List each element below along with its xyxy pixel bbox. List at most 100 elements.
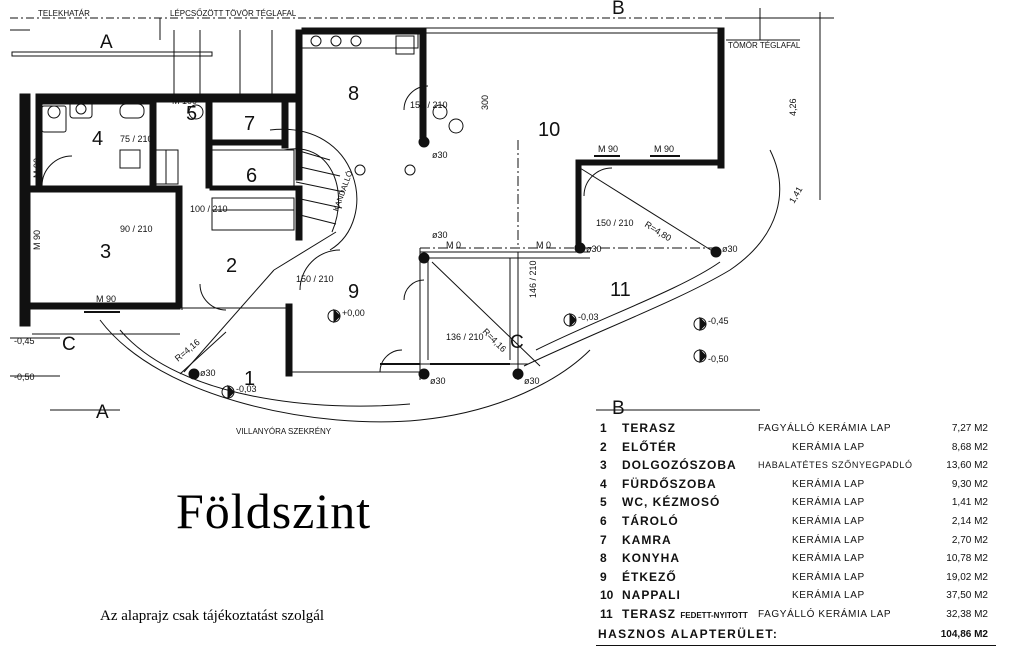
room-no: 10 <box>600 588 614 603</box>
edge-label: TÖMÖR TÉGLAFAL <box>728 41 801 50</box>
room-area: 9,30 M2 <box>951 478 988 490</box>
room-number-8: 8 <box>348 83 359 105</box>
room-schedule-table: 1 TERASZ FAGYÁLLÓ KERÁMIA LAP 7,27 M2 2 … <box>596 421 996 646</box>
room-number-2: 2 <box>226 255 237 277</box>
room-row: 10 NAPPALI KERÁMIA LAP 37,50 M2 <box>596 588 996 607</box>
total-area: 104,86 M2 <box>940 628 988 640</box>
dimension-label: ø30 <box>432 150 448 160</box>
level-value: -0,03 <box>578 312 599 322</box>
room-name: TERASZ <box>622 421 676 435</box>
room-row: 8 KONYHA KERÁMIA LAP 10,78 M2 <box>596 551 996 570</box>
page-title: Földszint <box>176 483 372 539</box>
dimension-label: ø30 <box>430 376 446 386</box>
disclaimer-note: Az alaprajz csak tájékoztatást szolgál <box>100 608 325 624</box>
room-number-9: 9 <box>348 281 359 303</box>
room-row: 2 ELŐTÉR KERÁMIA LAP 8,68 M2 <box>596 440 996 459</box>
room-area: 13,60 M2 <box>946 460 988 472</box>
room-floor: KERÁMIA LAP <box>792 571 865 583</box>
room-no: 2 <box>600 439 607 454</box>
dimension-label: ø30 <box>586 244 602 254</box>
section-mark: B <box>612 0 625 19</box>
dimension-label: 4,26 <box>788 98 798 116</box>
room-area: 7,27 M2 <box>951 423 988 434</box>
section-mark: A <box>100 32 113 53</box>
opening-label: 146 / 210 <box>528 260 538 298</box>
room-name-suffix: FEDETT-NYITOTT <box>680 610 748 620</box>
dimension-label: ø30 <box>524 376 540 386</box>
opening-label: 136 / 210 <box>446 332 484 342</box>
room-floor: FAGYÁLLÓ KERÁMIA LAP <box>758 423 892 434</box>
room-no: 9 <box>600 569 607 584</box>
opening-label: M 100 <box>172 96 197 106</box>
dimension-label: 1,41 <box>787 185 804 205</box>
room-area: 32,38 M2 <box>946 608 988 620</box>
level-value: -0,03 <box>236 384 257 394</box>
room-row: 5 WC, KÉZMOSÓ KERÁMIA LAP 1,41 M2 <box>596 495 996 514</box>
room-no: 6 <box>600 513 607 528</box>
room-no: 8 <box>600 551 607 566</box>
edge-label: LÉPCSŐZÖTT TÖVÖR TÉGLAFAL <box>170 9 297 18</box>
dimension-label: R=4,16 <box>481 326 509 354</box>
room-number-7: 7 <box>244 113 255 135</box>
section-mark: A <box>96 402 109 423</box>
room-no: 5 <box>600 495 607 510</box>
room-no: 7 <box>600 532 607 547</box>
room-number-1: 1 <box>244 368 255 390</box>
room-floor: KERÁMIA LAP <box>792 534 865 546</box>
dimension-label: R=4,16 <box>173 337 202 363</box>
room-area: 8,68 M2 <box>951 441 988 453</box>
room-no: 1 <box>600 421 607 435</box>
room-row: 4 FÜRDŐSZOBA KERÁMIA LAP 9,30 M2 <box>596 477 996 496</box>
room-area: 1,41 M2 <box>951 497 988 509</box>
opening-label: 90 / 210 <box>120 224 153 234</box>
opening-label: M 90 <box>32 158 42 178</box>
dimension-label: ø30 <box>432 230 448 240</box>
room-row: 3 DOLGOZÓSZOBA HABALATÉTES SZŐNYEGPADLÓ … <box>596 458 996 477</box>
room-row: 11 TERASZ FEDETT-NYITOTT FAGYÁLLÓ KERÁMI… <box>596 607 996 626</box>
opening-label: 100 / 210 <box>190 204 228 214</box>
opening-label: 150 / 210 <box>410 100 448 110</box>
room-row: 6 TÁROLÓ KERÁMIA LAP 2,14 M2 <box>596 514 996 533</box>
opening-label: 150 / 210 <box>296 274 334 284</box>
opening-label: M 0 <box>446 240 461 250</box>
room-floor: KERÁMIA LAP <box>792 497 865 509</box>
room-floor: KERÁMIA LAP <box>792 478 865 490</box>
room-name: TÁROLÓ <box>622 513 679 528</box>
opening-label: M 0 <box>536 240 551 250</box>
dimension-label: 300 <box>480 95 490 110</box>
level-value: +0,00 <box>342 308 365 318</box>
room-row: 7 KAMRA KERÁMIA LAP 2,70 M2 <box>596 533 996 552</box>
room-number-4: 4 <box>92 128 103 150</box>
opening-label: M 90 <box>96 294 116 304</box>
room-floor: HABALATÉTES SZŐNYEGPADLÓ <box>758 460 913 471</box>
total-label: HASZNOS ALAPTERÜLET: <box>598 626 779 641</box>
dimension-label: ø30 <box>200 368 216 378</box>
room-floor: KERÁMIA LAP <box>792 553 865 565</box>
room-area: 2,14 M2 <box>951 515 988 527</box>
level-value: -0,45 <box>14 336 35 346</box>
room-name: FÜRDŐSZOBA <box>622 476 717 491</box>
edge-label: TELEKHATÁR <box>38 9 90 18</box>
room-area: 10,78 M2 <box>946 553 988 565</box>
section-mark: C <box>62 334 76 355</box>
room-number-5: 5 <box>186 103 197 125</box>
edge-label: KANDALLÓ <box>331 169 354 212</box>
section-mark: B <box>612 398 625 419</box>
room-name-text: TERASZ <box>622 606 676 621</box>
room-name: WC, KÉZMOSÓ <box>622 495 721 510</box>
room-name: ELŐTÉR <box>622 439 677 454</box>
room-name: ÉTKEZŐ <box>622 569 677 584</box>
room-area: 37,50 M2 <box>946 590 988 602</box>
room-no: 3 <box>600 458 607 473</box>
opening-label: M 90 <box>598 144 618 154</box>
level-value: -0,45 <box>708 316 729 326</box>
room-floor: FAGYÁLLÓ KERÁMIA LAP <box>758 608 892 620</box>
section-mark: C <box>510 332 524 353</box>
edge-label: VILLANYÓRA SZEKRÉNY <box>236 427 332 436</box>
room-number-3: 3 <box>100 241 111 263</box>
room-area: 2,70 M2 <box>951 534 988 546</box>
wall <box>19 93 31 327</box>
room-no: 11 <box>600 606 613 621</box>
room-name: DOLGOZÓSZOBA <box>622 458 737 473</box>
room-name: KONYHA <box>622 551 681 566</box>
